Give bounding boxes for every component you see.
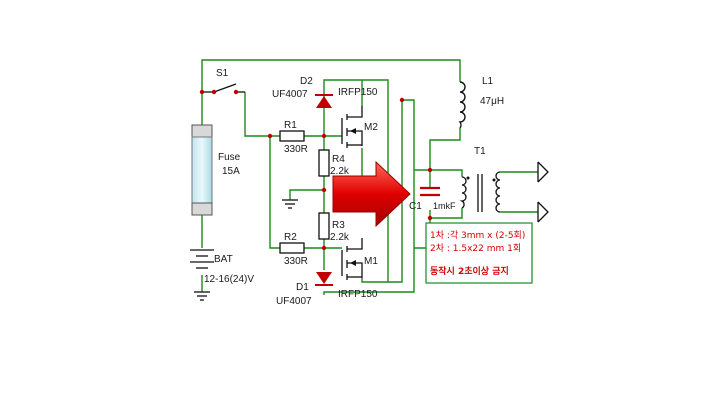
- d1-part: UF4007: [276, 296, 312, 307]
- m1-ref: M1: [364, 256, 378, 267]
- r1-ref: R1: [284, 120, 297, 131]
- battery-name: BAT: [214, 254, 233, 265]
- fuse: Fuse 15A: [191, 124, 241, 216]
- note-line-2: 2차 : 1.5x22 mm 1회: [430, 242, 521, 254]
- red-arrow-icon: [332, 160, 411, 228]
- d2-ref: D2: [300, 76, 313, 87]
- resistor-r2: R2 330R: [279, 232, 308, 267]
- ground-symbol-center: [282, 199, 298, 209]
- c1-ref: C1: [409, 201, 422, 212]
- note-box: [425, 222, 533, 284]
- resistor-r4: R4 2.2k: [318, 149, 350, 177]
- l1-value: 47μH: [480, 96, 504, 107]
- mosfet-m1: M1 IRFP150: [338, 238, 378, 300]
- r4-ref: R4: [332, 154, 345, 165]
- switch-label: S1: [216, 68, 229, 79]
- output-terminal-top: [537, 161, 549, 183]
- switch-s1: S1: [199, 68, 245, 95]
- m2-ref: M2: [364, 122, 378, 133]
- output-terminal-bottom: [537, 201, 549, 223]
- inductor-l1: L1 47μH: [458, 76, 504, 129]
- r3-ref: R3: [332, 220, 345, 231]
- diode-d2: D2 UF4007: [272, 76, 333, 108]
- fuse-rating: 15A: [222, 166, 240, 177]
- capacitor-c1: C1 1mkF: [409, 186, 456, 212]
- m2-part: IRFP150: [338, 87, 378, 98]
- resistor-r1: R1 330R: [267, 120, 308, 155]
- c1-value: 1mkF: [433, 201, 456, 211]
- mosfet-m2: IRFP150 M2: [338, 87, 378, 148]
- r2-value: 330R: [284, 256, 308, 267]
- battery-voltage: 12-16(24)V: [204, 274, 254, 285]
- winding-notes: 1차 :각 3mm x (2-5회) 2차 : 1.5x22 mm 1회 동작시…: [430, 229, 525, 277]
- t1-ref: T1: [474, 146, 486, 157]
- transformer-t1: T1: [459, 146, 501, 213]
- d1-ref: D1: [296, 282, 309, 293]
- junction-dots: [321, 97, 433, 251]
- r1-value: 330R: [284, 144, 308, 155]
- fuse-name: Fuse: [218, 152, 241, 163]
- m1-part: IRFP150: [338, 289, 378, 300]
- r3-value: 2.2k: [330, 232, 350, 243]
- d2-part: UF4007: [272, 89, 308, 100]
- l1-ref: L1: [482, 76, 494, 87]
- resistor-r3: R3 2.2k: [318, 212, 350, 243]
- ground-symbol: [194, 291, 210, 301]
- note-line-1: 1차 :각 3mm x (2-5회): [430, 229, 525, 241]
- r4-value: 2.2k: [330, 166, 350, 177]
- diode-d1: D1 UF4007: [276, 272, 333, 307]
- r2-ref: R2: [284, 232, 297, 243]
- battery: BAT 12-16(24)V: [190, 249, 254, 285]
- note-line-3: 동작시 2초이상 금지: [430, 265, 509, 277]
